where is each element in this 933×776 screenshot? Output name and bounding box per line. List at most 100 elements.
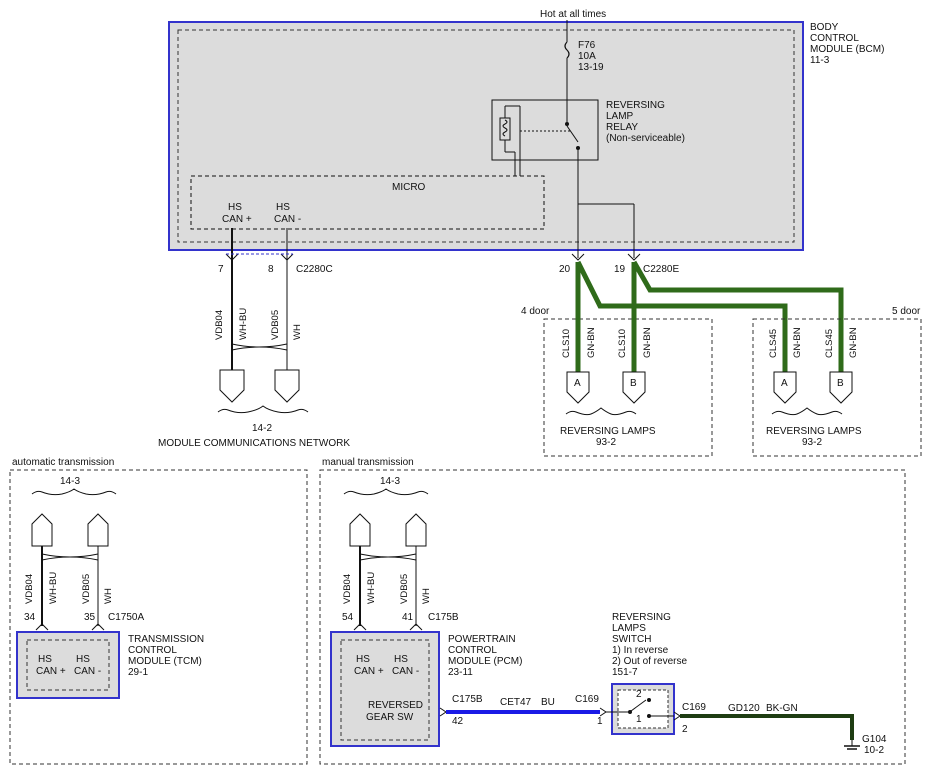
network-wire-hi-circuit: VDB04 — [214, 310, 225, 340]
lamps-4door-wire-a-circuit: CLS10 — [561, 329, 572, 358]
tcm-label-line1: TRANSMISSION — [128, 634, 204, 645]
pcm-label-line1: POWERTRAIN — [448, 634, 516, 645]
auto-trans-wire-hi-circuit: VDB04 — [24, 574, 35, 604]
manual-trans-pin-lo: 41 — [402, 612, 414, 623]
switch-label-line2: LAMPS — [612, 623, 646, 634]
auto-trans-bracket — [31, 488, 117, 496]
tcm-label-line3: MODULE (TCM) — [128, 656, 202, 667]
relay-label-line2: LAMP — [606, 111, 634, 122]
connector-plug-icon — [87, 513, 109, 547]
connector-plug-icon — [349, 513, 371, 547]
relay-box[interactable] — [491, 99, 599, 161]
ground-page-ref: 10-2 — [864, 745, 884, 756]
lamps-5door-wire-b-color: GN-BN — [848, 327, 859, 358]
twisted-pair-icon — [231, 343, 288, 351]
bcm-label-line1: BODY — [810, 22, 839, 33]
tcm-module[interactable] — [16, 623, 120, 699]
auto-trans-wire-hi-color: WH-BU — [48, 572, 59, 604]
c2280c-pin-7: 7 — [218, 264, 224, 275]
switch-pin-out: 2 — [682, 724, 688, 735]
lamps-4door-box — [543, 318, 713, 457]
lamps-5door-wire-a-circuit: CLS45 — [768, 329, 779, 358]
manual-trans-connector: C175B — [428, 612, 459, 623]
switch-label-line3: SWITCH — [612, 634, 651, 645]
bcm-can-lo-label-1: HS — [276, 202, 290, 213]
connector-plug-icon — [773, 371, 797, 404]
manual-trans-page-ref: 14-3 — [380, 476, 400, 487]
network-bracket — [217, 405, 309, 414]
lamp-wire-5door-b[interactable] — [631, 260, 844, 372]
connector-plug-icon — [405, 513, 427, 547]
gear-wire-color: BU — [541, 697, 555, 708]
manual-trans-wire-hi-color: WH-BU — [366, 572, 377, 604]
lamps-5door-page-ref: 93-2 — [802, 437, 822, 448]
network-wire-lo-color: WH — [292, 324, 303, 340]
gear-pin: 42 — [452, 716, 464, 727]
connector-c2280c[interactable] — [225, 253, 294, 261]
bcm-can-hi-label-1: HS — [228, 202, 242, 213]
lamps-4door-plug-b: B — [630, 378, 637, 389]
connector-c2280e[interactable] — [571, 253, 641, 261]
network-page-ref: 14-2 — [252, 423, 272, 434]
auto-trans-box — [9, 469, 308, 765]
relay-label-line4: (Non-serviceable) — [606, 133, 685, 144]
c2280c-label: C2280C — [296, 264, 333, 275]
switch-pin-bottom: 1 — [636, 714, 642, 725]
gear-wire-circuit: CET47 — [500, 697, 532, 708]
lamps-4door-variant: 4 door — [521, 306, 550, 317]
manual-trans-wire-lo-color: WH — [421, 588, 432, 604]
c2280e-label: C2280E — [643, 264, 679, 275]
auto-trans-page-ref: 14-3 — [60, 476, 80, 487]
auto-trans-pin-hi: 34 — [24, 612, 36, 623]
bcm-label-line4: 11-3 — [810, 55, 830, 66]
network-label: MODULE COMMUNICATIONS NETWORK — [158, 438, 350, 449]
bcm-label-line3: MODULE (BCM) — [810, 44, 884, 55]
pcm-gear-sw-1: REVERSED — [368, 700, 423, 711]
fuse-icon — [564, 41, 570, 59]
switch-connector-out: C169 — [682, 702, 706, 713]
twisted-pair-icon — [41, 553, 99, 561]
tcm-can-lo-1: HS — [76, 654, 90, 665]
ground-icon — [844, 740, 860, 750]
connector-plug-icon — [219, 369, 245, 403]
fuse-page-ref: 13-19 — [578, 62, 604, 73]
manual-trans-box — [319, 469, 906, 765]
pcm-label-line2: CONTROL — [448, 645, 497, 656]
fuse-id: F76 — [578, 40, 596, 51]
ground-id: G104 — [862, 734, 887, 745]
auto-trans-variant: automatic transmission — [12, 457, 114, 468]
pcm-gear-sw-2: GEAR SW — [366, 712, 414, 723]
relay-label-line1: REVERSING — [606, 100, 665, 111]
micro-box[interactable] — [190, 175, 545, 230]
connector-plug-icon — [31, 513, 53, 547]
lamps-4door-bracket — [565, 407, 637, 416]
lamp-wire-5door-a[interactable] — [575, 260, 788, 372]
bcm-can-hi-label-2: CAN + — [222, 214, 252, 225]
manual-trans-wire-lo-circuit: VDB05 — [399, 574, 410, 604]
pcm-module[interactable] — [330, 623, 440, 747]
switch-label-line4: 1) In reverse — [612, 645, 669, 656]
pcm-can-lo-1: HS — [394, 654, 408, 665]
c2280e-pin-19: 19 — [614, 264, 626, 275]
lamps-4door-label: REVERSING LAMPS — [560, 426, 656, 437]
connector-plug-icon — [829, 371, 853, 404]
relay-coil-icon — [499, 105, 521, 176]
relay-label-line3: RELAY — [606, 122, 638, 133]
auto-trans-wire-lo-color: WH — [103, 588, 114, 604]
fuse-rating: 10A — [578, 51, 596, 62]
ground-wire[interactable] — [680, 714, 854, 740]
switch-connector-in: C169 — [575, 694, 599, 705]
manual-trans-pin-hi: 54 — [342, 612, 354, 623]
switch-label-line1: REVERSING — [612, 612, 671, 623]
bcm-can-lo-label-2: CAN - — [274, 214, 301, 225]
reversing-lamps-switch[interactable] — [606, 683, 675, 735]
auto-trans-pin-lo: 35 — [84, 612, 96, 623]
pcm-can-lo-2: CAN - — [392, 666, 419, 677]
bcm-module[interactable] — [168, 21, 804, 251]
lamps-5door-plug-a: A — [781, 378, 788, 389]
tcm-can-hi-1: HS — [38, 654, 52, 665]
lamps-5door-box — [752, 318, 922, 457]
c2280e-pin-20: 20 — [559, 264, 571, 275]
twisted-pair-icon — [359, 553, 417, 561]
tcm-label-line4: 29-1 — [128, 667, 148, 678]
